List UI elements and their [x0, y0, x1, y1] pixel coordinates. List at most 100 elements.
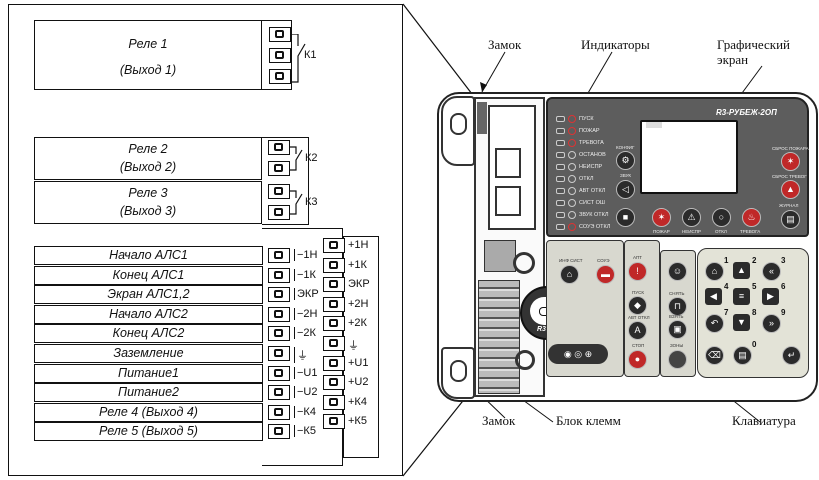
- callout-terminal-block: Блок клемм: [556, 413, 621, 428]
- terminal: [323, 414, 345, 429]
- terminal-row-label: Конец АЛС1: [34, 266, 263, 285]
- key-down-button[interactable]: ▼: [733, 314, 750, 331]
- indicator-icon: [568, 115, 576, 123]
- disarm-button[interactable]: ⊓: [668, 297, 687, 316]
- indicator-icon: [568, 223, 576, 231]
- indicator-label: НЕИСПР: [579, 164, 603, 170]
- indicator-icon: [568, 127, 576, 135]
- terminal-inner-label: −2К: [294, 327, 316, 339]
- fault-filter-button[interactable]: ⚠: [682, 208, 701, 227]
- terminal: [323, 356, 345, 371]
- terminal: [268, 205, 290, 220]
- terminal-row-label: Начало АЛС1: [34, 246, 263, 265]
- indicator-led: [556, 128, 565, 134]
- relay-contact-icon: [290, 146, 303, 171]
- callout-lock-top: Замок: [488, 37, 522, 52]
- people-button[interactable]: ☺: [668, 262, 687, 281]
- mode-label: СОУЭ: [597, 258, 610, 263]
- indicator-row: АВТ ОТКЛ: [556, 186, 605, 196]
- key-number-label: 4: [724, 282, 729, 291]
- config-button[interactable]: ⚙: [616, 151, 635, 170]
- arm-button[interactable]: ▣: [668, 320, 687, 339]
- soue-button[interactable]: ■: [616, 208, 635, 227]
- wiring-frame: [8, 4, 403, 476]
- key-number-label: 7: [724, 308, 729, 317]
- key-menu-button[interactable]: ≡: [733, 288, 750, 305]
- rs-port[interactable]: [495, 186, 521, 216]
- terminal: [323, 336, 345, 351]
- device-model: R3-РУБЕЖ-2ОП: [716, 108, 777, 117]
- indicator-row: ЗВУК ОТКЛ: [556, 210, 609, 220]
- terminal: [268, 326, 290, 341]
- key-number-label: 5: [752, 282, 757, 291]
- soue-control-group[interactable]: ◉ ◎ ⊕: [548, 344, 608, 364]
- terminal-inner-label: −1Н: [294, 249, 318, 261]
- reset-fire-button[interactable]: ✶: [781, 152, 800, 171]
- soue-mode-button[interactable]: ▬: [596, 265, 615, 284]
- indicator-led: [556, 212, 565, 218]
- apt-start-button[interactable]: !: [628, 262, 647, 281]
- key-enter-button[interactable]: ↵: [782, 346, 801, 365]
- key-number-label: 0: [752, 340, 757, 349]
- key-back-button[interactable]: ↶: [705, 314, 724, 333]
- relay-3-box: Реле 3 (Выход 3): [34, 181, 262, 224]
- terminal: [268, 268, 290, 283]
- indicator-label: ОСТАНОВ: [579, 152, 606, 158]
- indicator-row: ПУСК: [556, 114, 594, 124]
- key-doc-button[interactable]: ▤: [733, 346, 752, 365]
- mode-label: ИНФ СИСТ: [559, 258, 583, 263]
- indicator-led: [556, 140, 565, 146]
- indicator-row: ОСТАНОВ: [556, 150, 606, 160]
- sys-info-button[interactable]: ⌂: [560, 265, 579, 284]
- screen-button-label: НЕИСПР: [682, 229, 701, 234]
- indicator-led: [556, 224, 565, 230]
- terminal: [268, 424, 290, 439]
- key-page-up-button[interactable]: «: [762, 262, 781, 281]
- terminal-outer-label: +К4: [348, 396, 367, 408]
- terminal: [323, 238, 345, 253]
- relay-2-line1: Реле 2: [128, 142, 168, 156]
- indicator-label: ПОЖАР: [579, 128, 600, 134]
- relay-contact-icon: [290, 190, 303, 215]
- terminal-inner-label: −1К: [294, 269, 316, 281]
- key-home-button[interactable]: ⌂: [705, 262, 724, 281]
- relay-1-box: Реле 1 (Выход 1): [34, 20, 262, 90]
- reset-alarm-button[interactable]: ▲: [781, 180, 800, 199]
- log-button[interactable]: ▤: [781, 210, 800, 229]
- stop-button[interactable]: ●: [628, 350, 647, 369]
- graphic-screen: [640, 120, 738, 194]
- key-delete-button[interactable]: ⌫: [705, 346, 724, 365]
- terminal: [323, 316, 345, 331]
- relay-1-line2: (Выход 1): [119, 63, 177, 77]
- zones-button[interactable]: [668, 350, 687, 369]
- auto-off-button[interactable]: A: [628, 321, 647, 340]
- key-up-button[interactable]: ▲: [733, 262, 750, 279]
- indicator-icon: [568, 175, 576, 183]
- indicator-led: [556, 188, 565, 194]
- key-left-button[interactable]: ◀: [705, 288, 722, 305]
- terminal-outer-label: +1К: [348, 259, 367, 271]
- relay-3-line1: Реле 3: [128, 186, 168, 200]
- indicator-row: НЕИСПР: [556, 162, 602, 172]
- alarm-filter-button[interactable]: ♨: [742, 208, 761, 227]
- off-filter-button[interactable]: ○: [712, 208, 731, 227]
- sound-button[interactable]: ◁: [616, 180, 635, 199]
- rs-port[interactable]: [495, 148, 521, 178]
- indicator-led: [556, 152, 565, 158]
- indicator-row: ТРЕВОГА: [556, 138, 604, 148]
- relay-3-line2: (Выход 3): [119, 204, 177, 218]
- indicator-icon: [568, 151, 576, 159]
- terminal: [269, 48, 291, 63]
- terminal: [268, 184, 290, 199]
- terminal-outer-label: ЭКР: [348, 278, 370, 290]
- key-number-label: 9: [781, 308, 786, 317]
- start-button[interactable]: ◆: [628, 296, 647, 315]
- fire-filter-button[interactable]: ✶: [652, 208, 671, 227]
- indicator-icon: [568, 163, 576, 171]
- key-page-down-button[interactable]: »: [762, 314, 781, 333]
- terminal: [323, 395, 345, 410]
- indicator-led: [556, 176, 565, 182]
- indicator-icon: [568, 187, 576, 195]
- key-right-button[interactable]: ▶: [762, 288, 779, 305]
- terminal: [268, 140, 290, 155]
